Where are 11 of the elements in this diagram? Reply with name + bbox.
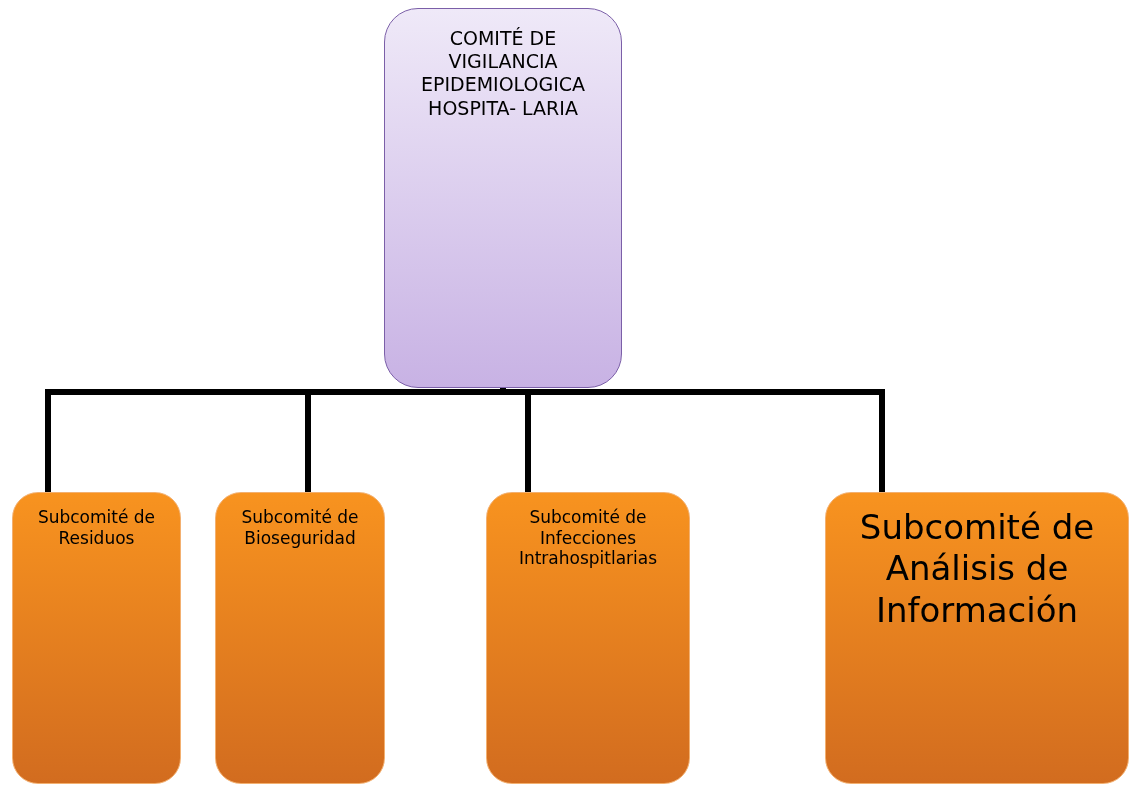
subcommittee-box — [825, 492, 1129, 784]
subcommittee-box — [12, 492, 181, 784]
subcommittee-box — [215, 492, 385, 784]
committee-box — [384, 8, 622, 388]
node-label: Subcomité de Infecciones Intrahospitlarias — [517, 507, 659, 570]
node-label: Subcomité de Análisis de Información — [858, 507, 1096, 632]
node-label: COMITÉ DE VIGILANCIA EPIDEMIOLOGICA HOSPITA- LARIA — [419, 27, 587, 120]
node-label: Subcomité de Residuos — [36, 507, 157, 549]
connector-line — [500, 387, 885, 492]
node-label: Subcomité de Bioseguridad — [240, 507, 360, 549]
subcommittee-box — [486, 492, 690, 784]
